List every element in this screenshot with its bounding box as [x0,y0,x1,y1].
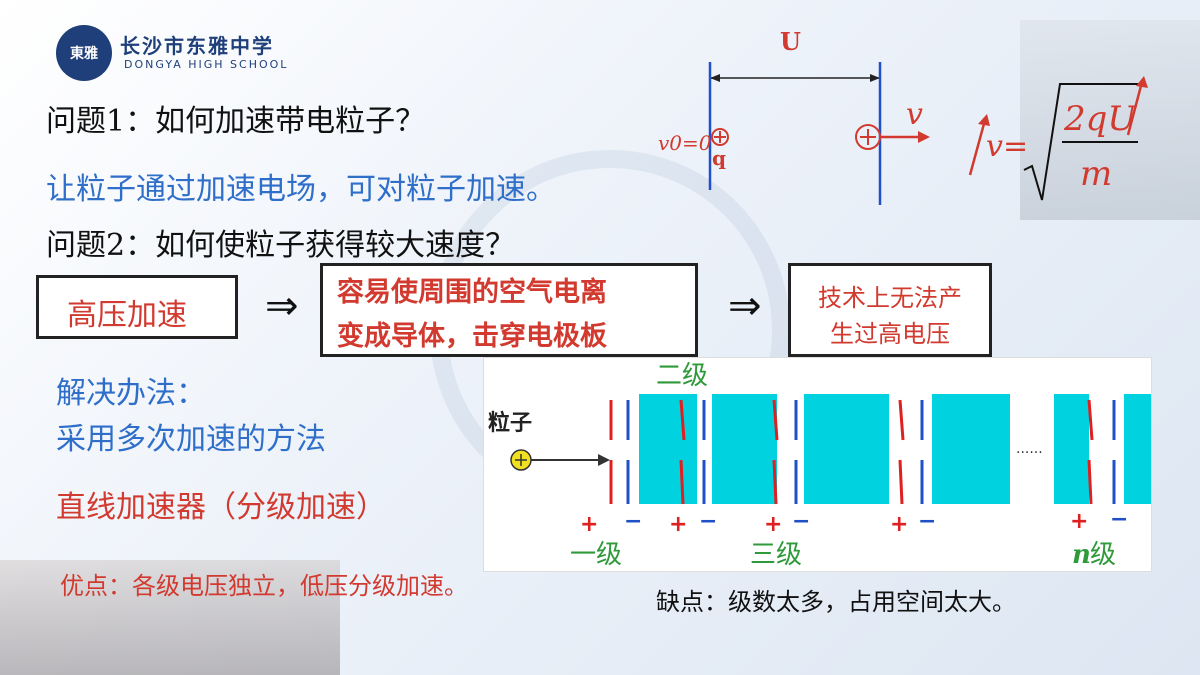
question-2: 问题2：如何使粒子获得较大速度？ [46,228,516,263]
plus-sign-4: + [890,512,908,537]
flow-box-technical-limit: 技术上无法产 生过高电压 [788,263,992,357]
velocity-label: v [906,97,923,132]
drift-tube-4 [932,394,1010,504]
flow-box-high-voltage-label: 高压加速 [67,298,187,333]
background-building-right [1020,20,1200,220]
minus-sign-4: − [918,509,936,534]
implies-arrow-2: ⇒ [728,283,762,329]
plus-sign-3: + [764,512,782,537]
plus-sign-n: + [1070,509,1088,534]
school-logo: 東雅 [56,25,112,81]
initial-velocity-label: v0=0 [658,131,712,155]
minus-sign-n: − [1110,507,1128,532]
flow-box-technical-limit-line2: 生过高电压 [830,320,950,348]
voltage-arrow-left [710,74,720,82]
drift-tube-6 [1124,394,1151,504]
formula-arrow-left [968,119,987,176]
voltage-arrow-right [870,74,880,82]
formula-lhs: v= [986,129,1028,164]
solution-method: 采用多次加速的方法 [56,422,326,457]
implies-arrow-1: ⇒ [265,283,299,329]
electrode-pair-1 [609,400,630,504]
answer-1: 让粒子通过加速电场，可对粒子加速。 [46,172,556,207]
voltage-label: U [780,27,801,56]
field-acceleration-diagram: U v0=0 q v v= 2qU m [658,27,1148,205]
formula-arrow-right [1126,81,1144,136]
linear-accelerator-diagram: ...... 粒子 二级 一级 三级 n 级 + − + − + − + − +… [483,357,1152,572]
solution-device: 直线加速器（分级加速） [56,490,386,525]
drift-tube-3 [804,394,889,504]
flow-box-breakdown-line2: 变成导体，击穿电极板 [337,321,607,352]
drift-tube-5 [1054,394,1089,504]
minus-sign-1: − [624,509,642,534]
electrode-pair-4 [898,399,924,505]
stage-1-label: 一级 [570,540,622,570]
solution-title: 解决办法： [56,376,206,411]
flow-box-breakdown-line1: 容易使周围的空气电离 [337,277,607,308]
stage-3-label: 三级 [750,540,802,570]
advantage-text: 优点：各级电压独立，低压分级加速。 [60,572,468,600]
electrode-pair-2 [679,399,706,505]
flow-box-breakdown: 容易使周围的空气电离 变成导体，击穿电极板 [320,263,698,357]
minus-sign-2: − [699,509,717,534]
stage-n-variable: n [1072,540,1091,570]
stage-n-label: 级 [1090,540,1116,570]
stage-2-label: 二级 [656,361,708,391]
continuation-dots: ...... [1016,441,1043,457]
flow-box-high-voltage: 高压加速 [36,275,238,339]
disadvantage-text: 缺点：级数太多，占用空间太大。 [656,588,1016,616]
minus-sign-3: − [792,509,810,534]
formula-denominator: m [1080,154,1112,194]
formula-sqrt-sign [1023,83,1140,201]
electrode-pair-3 [772,399,798,505]
charge-initial-icon [711,128,729,146]
drift-tube-1 [639,394,697,504]
background-building-left [0,560,340,675]
formula-numerator: 2qU [1063,99,1137,139]
plus-sign-1: + [580,512,598,537]
flow-box-technical-limit-line1: 技术上无法产 [818,284,962,312]
question-1: 问题1：如何加速带电粒子？ [46,104,426,139]
school-name-cn: 长沙市东雅中学 [120,34,274,58]
accelerator-drawing: ...... 粒子 二级 一级 三级 n 级 + − + − + − + − +… [488,361,1151,570]
electrode-pair-n [1087,399,1116,505]
charge-label: q [712,146,726,170]
school-name-en: DONGYA HIGH SCHOOL [124,58,289,71]
particle-label: 粒子 [488,410,532,436]
drift-tube-2 [712,394,777,504]
plus-sign-2: + [669,512,687,537]
